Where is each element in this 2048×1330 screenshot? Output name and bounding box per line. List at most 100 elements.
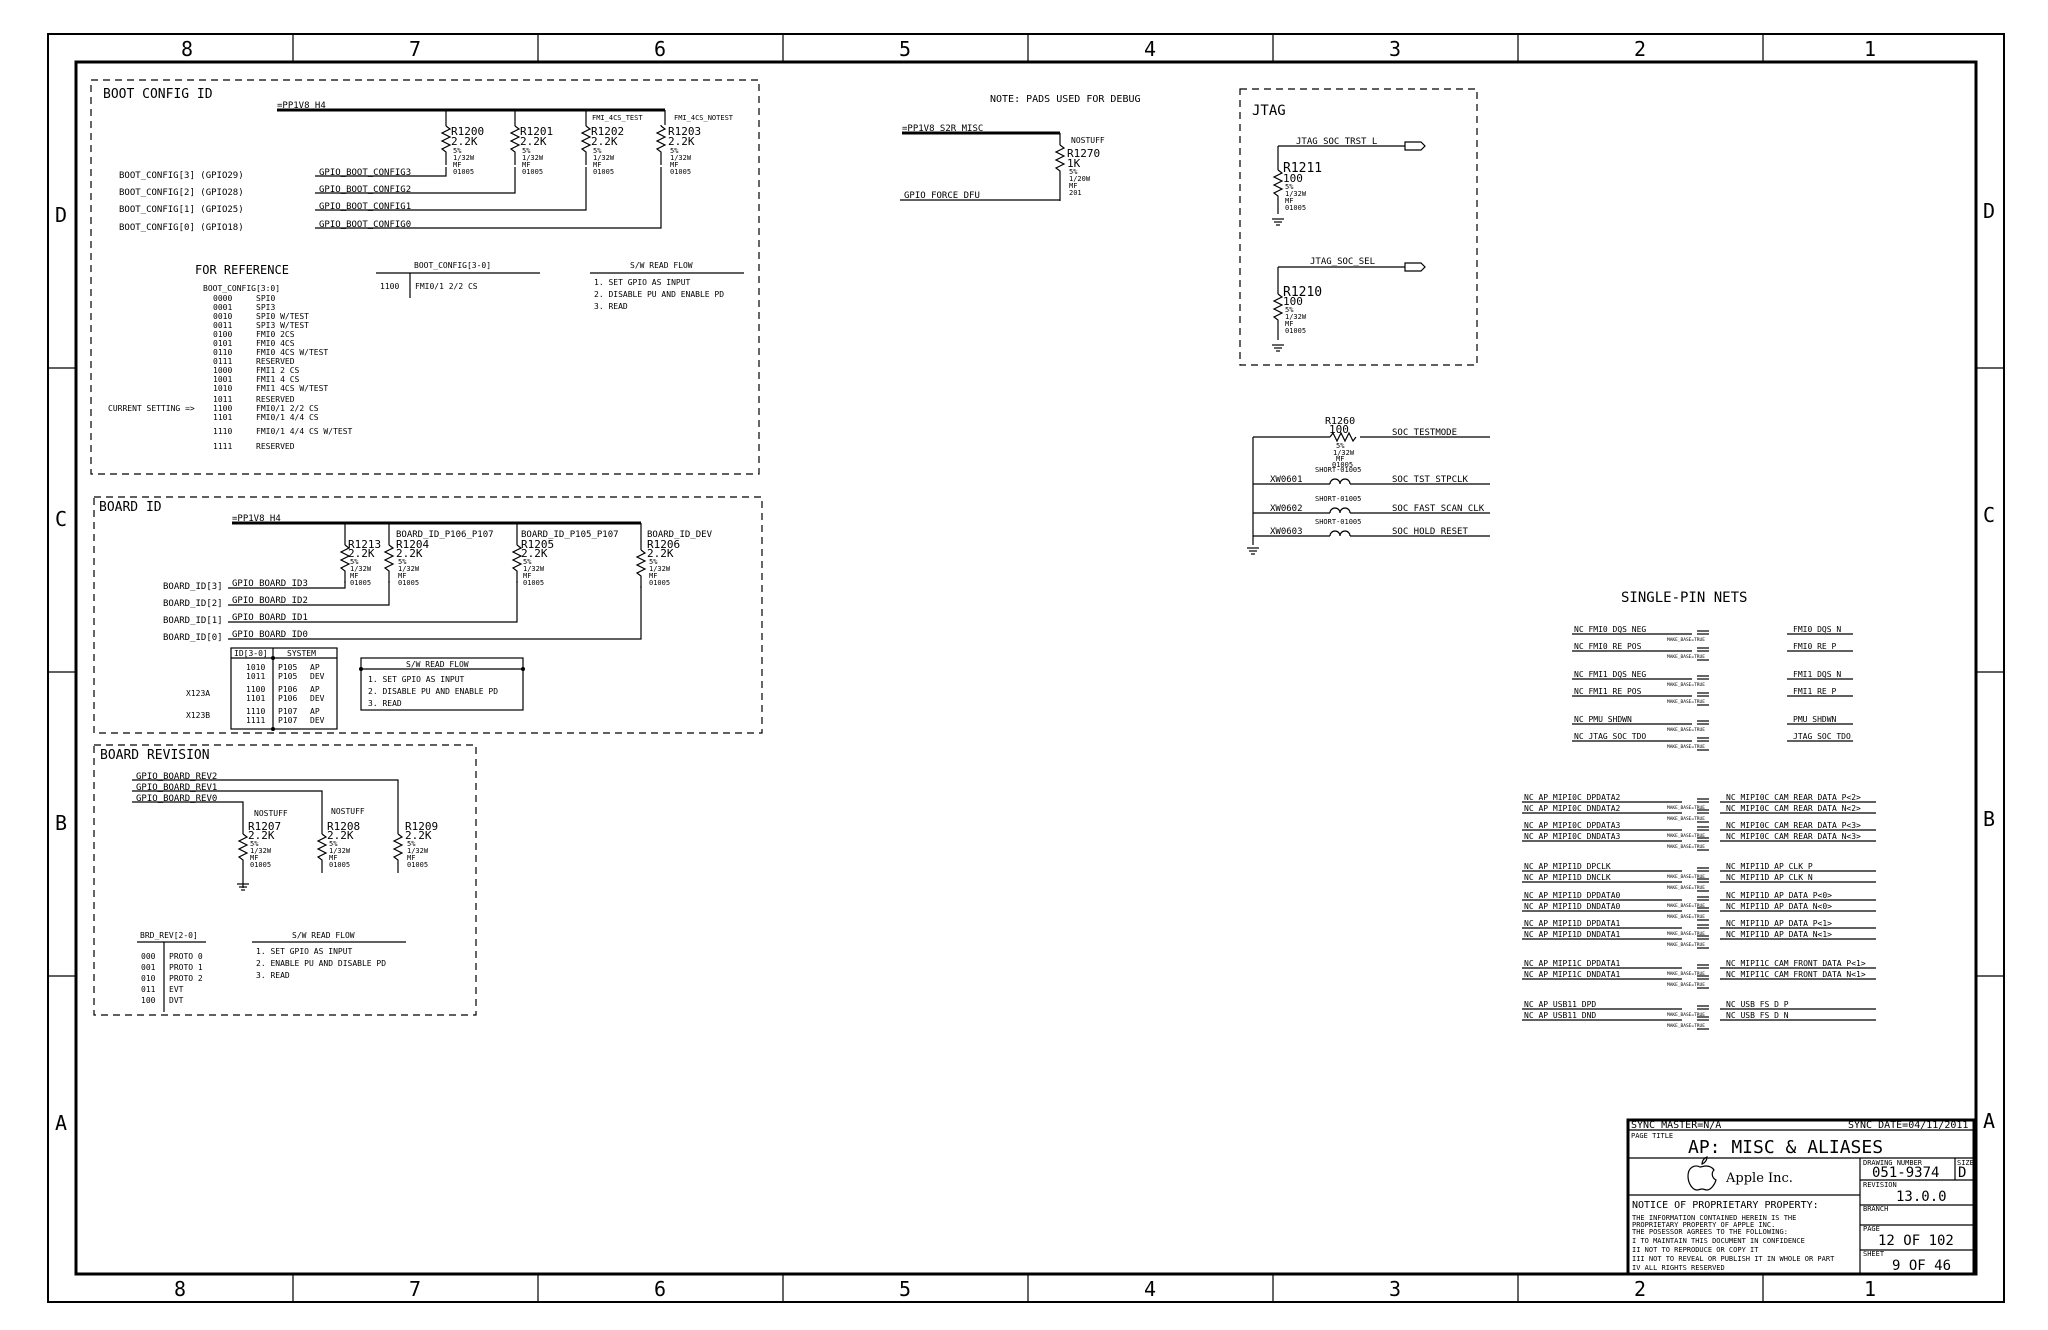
resistor-spec: 01005 xyxy=(649,579,670,587)
drawing-number-label: DRAWING NUMBER xyxy=(1863,1159,1923,1167)
resistor-value: 2.2K xyxy=(396,547,423,560)
resistor-value: 2.2K xyxy=(668,135,695,148)
net-label: JTAG_SOC_SEL xyxy=(1310,257,1375,267)
resistor-spec: 1/32W xyxy=(398,565,420,573)
make-base-label: MAKE_BASE=TRUE xyxy=(1667,1023,1705,1029)
resistor-spec: 5% xyxy=(522,147,531,155)
svg-text:0000: 0000 xyxy=(213,294,232,303)
svg-text:1011: 1011 xyxy=(213,395,232,404)
svg-text:1110: 1110 xyxy=(213,427,232,436)
make-base-label: MAKE_BASE=TRUE xyxy=(1667,637,1705,643)
alias-left-net: NC_AP_MIPI1C_DPDATA1 xyxy=(1524,959,1621,968)
alias-left-net: NC_AP_MIPI0C_DNDATA2 xyxy=(1524,804,1621,813)
resistor-spec: MF xyxy=(398,572,406,580)
alias-right-net: FMI1_DQS_N xyxy=(1793,670,1841,679)
svg-text:FMI1 2 CS: FMI1 2 CS xyxy=(256,366,300,375)
row-label: B xyxy=(1983,807,1995,831)
short-label: SHORT-01005 xyxy=(1315,466,1361,474)
alias-right-net: NC_MIPI0C_CAM_REAR_DATA_P<3> xyxy=(1726,821,1861,830)
resistor-spec: 1/32W xyxy=(593,154,615,162)
resistor-value: 2.2K xyxy=(647,547,674,560)
resistor-ref: R1202 xyxy=(591,125,624,138)
make-base-label: MAKE_BASE=TRUE xyxy=(1667,805,1705,811)
net-label: GPIO_BOOT_CONFIG0 xyxy=(319,220,411,230)
alias-left-net: NC_AP_MIPI1D_DNDATA1 xyxy=(1524,930,1621,939)
resistor-r1200: R1200 2.2K 5% 1/32W MF 01005 xyxy=(440,110,484,176)
svg-text:2. DISABLE PU AND ENABLE PD: 2. DISABLE PU AND ENABLE PD xyxy=(368,687,498,696)
short-label: SHORT-01005 xyxy=(1315,518,1361,526)
resistor-spec: MF xyxy=(1069,182,1077,190)
resistor-value: 100 xyxy=(1283,295,1303,308)
alias-left-net: NC_AP_MIPI1D_DPDATA0 xyxy=(1524,891,1621,900)
svg-text:RESERVED: RESERVED xyxy=(256,395,295,404)
board-id-row-label: X123A xyxy=(186,689,210,698)
sync-master: SYNC_MASTER=N/A xyxy=(1631,1120,1721,1131)
column-label: 3 xyxy=(1389,1277,1401,1301)
boot-table-code: 1100 xyxy=(380,282,399,291)
resistor-spec: 1/32W xyxy=(407,847,429,855)
resistor-ref: R1270 xyxy=(1067,147,1100,160)
svg-text:011: 011 xyxy=(141,985,156,994)
debug-note: NOTE: PADS USED FOR DEBUG xyxy=(990,94,1141,105)
net-label: GPIO_BOARD_REV1 xyxy=(136,783,217,793)
alias-left-net: NC_FMI0_RE_POS xyxy=(1574,642,1642,651)
svg-text:1111: 1111 xyxy=(213,442,232,451)
resistor-spec: 5% xyxy=(1285,183,1294,191)
make-base-label: MAKE_BASE=TRUE xyxy=(1667,982,1705,988)
resistor-spec: 01005 xyxy=(1285,327,1306,335)
resistor-r1210: R1210 100 5% 1/32W MF 01005 xyxy=(1272,267,1322,340)
boot-table-desc: FMI0/1 2/2 CS xyxy=(415,282,478,291)
sheet-label: SHEET xyxy=(1863,1250,1885,1258)
svg-text:1011: 1011 xyxy=(246,672,265,681)
svg-text:0010: 0010 xyxy=(213,312,232,321)
svg-text:DEV: DEV xyxy=(310,694,325,703)
make-base-label: MAKE_BASE=TRUE xyxy=(1667,699,1705,705)
svg-text:BRD_REV[2-0]: BRD_REV[2-0] xyxy=(140,931,198,940)
resistor-spec: 01005 xyxy=(522,168,543,176)
svg-text:RESERVED: RESERVED xyxy=(256,357,295,366)
svg-text:SPI3: SPI3 xyxy=(256,303,275,312)
resistor-spec: 1/32W xyxy=(670,154,692,162)
resistor-spec: 01005 xyxy=(523,579,544,587)
alias-left-net: NC_AP_MIPI0C_DPDATA2 xyxy=(1524,793,1621,802)
board-id-group-label: BOARD_ID_P105_P107 xyxy=(521,530,619,540)
resistor-r1209: R1209 2.2K 5% 1/32W MF 01005 xyxy=(392,820,438,873)
alias-left-net: NC_AP_MIPI0C_DNDATA3 xyxy=(1524,832,1621,841)
make-base-label: MAKE_BASE=TRUE xyxy=(1667,931,1705,937)
revision-value: 13.0.0 xyxy=(1896,1189,1947,1205)
svg-text:1101: 1101 xyxy=(213,413,232,422)
column-label: 7 xyxy=(409,1277,421,1301)
make-base-label: MAKE_BASE=TRUE xyxy=(1667,682,1705,688)
rail-label: =PP1V8_H4 xyxy=(277,101,326,111)
svg-text:P105: P105 xyxy=(278,672,297,681)
svg-text:1. SET GPIO AS INPUT: 1. SET GPIO AS INPUT xyxy=(256,947,353,956)
column-label: 6 xyxy=(654,37,666,61)
resistor-spec: 5% xyxy=(398,558,407,566)
resistor-spec: 01005 xyxy=(329,861,350,869)
alias-left-net: NC_AP_MIPI1C_DNDATA1 xyxy=(1524,970,1621,979)
resistor-spec: 5% xyxy=(329,840,338,848)
resistor-spec: 5% xyxy=(407,840,416,848)
jtag-frame xyxy=(1239,88,1478,366)
resistor-r1207: R1207 2.2K 5% 1/32W MF 01005 xyxy=(237,820,281,888)
jtag-title: JTAG xyxy=(1252,103,1286,119)
notice-line: THE INFORMATION CONTAINED HEREIN IS THE xyxy=(1632,1214,1796,1222)
resistor-ref: R1204 xyxy=(396,538,429,551)
resistor-spec: MF xyxy=(453,161,461,169)
svg-text:DEV: DEV xyxy=(310,716,325,725)
off-page-connector xyxy=(1404,262,1426,272)
make-base-label: MAKE_BASE=TRUE xyxy=(1667,744,1705,750)
short-ref: XW0601 xyxy=(1270,475,1303,485)
alias-right-net: NC_MIPI1D_AP_DATA_P<0> xyxy=(1726,891,1832,900)
resistor-spec: 5% xyxy=(250,840,259,848)
resistor-spec: 201 xyxy=(1069,189,1082,197)
boot-config-signals xyxy=(315,167,662,229)
resistor-value: 100 xyxy=(1283,172,1303,185)
resistor-ref: R1211 xyxy=(1283,161,1322,176)
svg-text:3. READ: 3. READ xyxy=(256,971,290,980)
